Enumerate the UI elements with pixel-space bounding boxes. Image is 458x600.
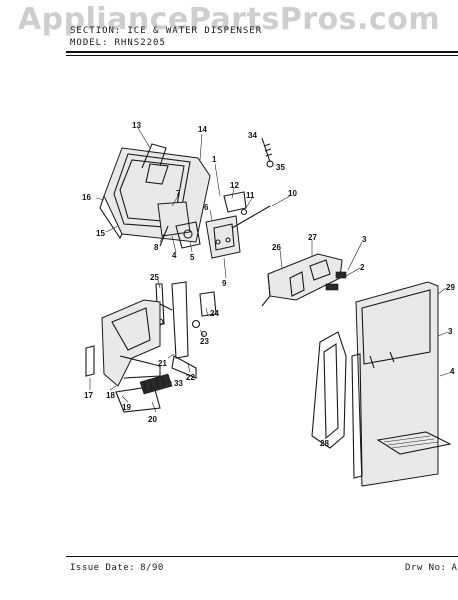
drawing-number: Drw No: A- (405, 563, 458, 573)
model-value: RHNS2205 (114, 38, 166, 48)
dispenser-cradle-part (85, 299, 173, 413)
callout-18: 18 (106, 391, 115, 400)
door-flap-part (157, 201, 201, 249)
callout-23: 23 (200, 337, 209, 346)
callout-33: 33 (174, 379, 183, 388)
watermark: AppliancePartsPros.com (17, 2, 441, 37)
issue-date-label: Issue Date: (70, 563, 136, 573)
callout-26: 26 (272, 243, 281, 252)
header-rule-thin (66, 55, 458, 56)
issue-date: Issue Date: 8/90 (70, 563, 164, 573)
issue-date-value: 8/90 (140, 563, 164, 573)
callout-19: 19 (122, 403, 131, 412)
section-header: Section: Ice & Water Dispenser (70, 26, 262, 36)
callout-28: 28 (320, 439, 329, 448)
chute-housing-part (99, 143, 211, 243)
callout-21: 21 (158, 359, 167, 368)
actuator-bracket-part (205, 191, 271, 259)
callout-3b: 3 (448, 327, 453, 336)
drawing-number-value: A- (451, 563, 458, 573)
callout-27: 27 (308, 233, 317, 242)
callout-11: 11 (246, 191, 255, 200)
footer-rule (66, 556, 458, 557)
callout-24: 24 (210, 309, 219, 318)
callout-10: 10 (288, 189, 297, 198)
callout-14: 14 (198, 125, 207, 134)
callout-5: 5 (190, 253, 195, 262)
callout-3: 3 (362, 235, 367, 244)
callout-12: 12 (230, 181, 239, 190)
callout-4: 4 (172, 251, 177, 260)
callout-29: 29 (446, 283, 455, 292)
callout-4b: 4 (450, 367, 455, 376)
callout-22: 22 (186, 373, 195, 382)
front-panel-part (311, 281, 452, 487)
callout-2: 2 (360, 263, 365, 272)
callout-15: 15 (96, 229, 105, 238)
callout-35: 35 (276, 163, 285, 172)
header-rule (66, 51, 458, 53)
callout-13: 13 (132, 121, 141, 130)
callout-labels: 13 14 1 34 35 16 7 12 11 10 6 15 8 4 5 9… (82, 121, 455, 448)
section-value: Ice & Water Dispenser (127, 26, 263, 36)
callout-20: 20 (148, 415, 157, 424)
callout-1: 1 (212, 155, 217, 164)
callout-6: 6 (204, 203, 209, 212)
section-label: Section: (70, 26, 122, 36)
model-label: Model: (70, 38, 109, 48)
exploded-parts-diagram: 13 14 1 34 35 16 7 12 11 10 6 15 8 4 5 9… (82, 121, 455, 487)
callout-9: 9 (222, 279, 227, 288)
screw-part (261, 137, 274, 168)
callout-16: 16 (82, 193, 91, 202)
drawing-number-label: Drw No: (405, 563, 447, 573)
switch-housing-part (261, 253, 347, 307)
leader-lines (89, 127, 453, 436)
callout-7: 7 (176, 189, 181, 198)
callout-34: 34 (248, 131, 257, 140)
model-header: Model: RHNS2205 (70, 38, 166, 48)
callout-25: 25 (150, 273, 159, 282)
callout-8: 8 (154, 243, 159, 252)
callout-17: 17 (84, 391, 93, 400)
